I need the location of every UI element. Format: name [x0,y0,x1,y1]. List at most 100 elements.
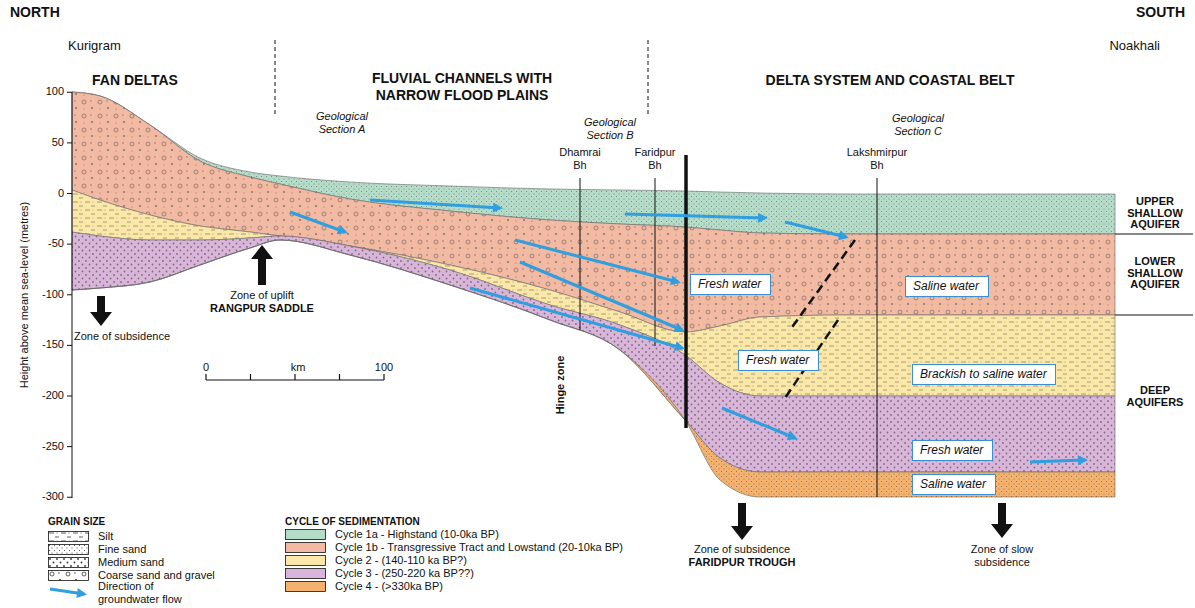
zone-label: Zone of subsidence [74,330,170,343]
swatch-fill [49,558,89,568]
groundwater-flow-arrows [290,200,1085,462]
cycle-2-layer-texture [72,190,1115,396]
axis-tick [67,446,72,447]
flow-arrow [625,214,765,218]
legend-swatch [48,531,90,543]
zone-label: Zone of uplift [230,289,294,302]
cycle-1b-layer-outline [72,92,1115,332]
legend-text: Fine sand [98,543,146,556]
axis-tick-label: -100 [42,288,64,301]
axis-tick [67,294,72,295]
axis-tick-label: -150 [42,338,64,351]
flow-arrow [370,200,500,208]
box-text: Fresh water [920,443,985,458]
compass-label: NORTH [10,4,60,21]
height-axis [67,92,72,498]
flow-arrow [470,288,682,348]
flow-arrow [290,212,345,232]
legend-swatch [48,557,90,569]
cycle-4-layer-texture [72,240,1115,497]
sediment-layers [72,92,1115,497]
flow-arrow [722,408,795,438]
swatch-fill [286,530,326,540]
legend-text: Cycle 3 - (250-220 ka BP??) [335,567,474,580]
cycle-3-layer [72,232,1115,472]
flow-arrow [785,222,846,237]
swatch-fill [286,543,326,553]
axis-tick [67,497,72,498]
axis-tick [67,92,72,93]
cycle-4-layer-outline [72,240,1115,497]
swatch-texture [49,571,88,580]
swatch-fill [49,545,89,555]
borehole-label: Lakshmirpur Bh [840,146,914,172]
swatch-texture [49,532,88,541]
flow-arrow [1030,460,1085,462]
box-text: Brackish to saline water [920,367,1048,382]
zone-label: Zone of subsidence [694,543,790,556]
region-divider [275,40,276,115]
axis-tick [67,193,72,194]
cycle-3-layer-texture [72,232,1115,472]
hinge-fault-line [684,155,688,428]
legend-swatch [48,570,90,582]
zone-name: FARIDPUR TROUGH [689,556,796,569]
water-quality-box: Fresh water [738,350,819,371]
movement-arrow [90,296,112,326]
legend-heading: GRAIN SIZE [48,515,105,528]
swatch-fill [286,569,326,579]
scale-label: 0 [203,361,209,374]
region-heading: DELTA SYSTEM AND COASTAL BELT [766,72,1015,89]
axis-tick-label: -300 [42,490,64,503]
cycle-4-layer [72,240,1115,497]
legend-swatch [285,568,327,580]
axis-tick [67,345,72,346]
legend-swatch [285,529,327,541]
flow-arrow-sample [50,589,84,594]
legend-text: Direction of groundwater flow [98,580,198,606]
scale-tick [250,374,251,380]
axis-tick [67,142,72,143]
saline-interface [790,240,855,330]
legend-text: Cycle 1a - Highstand (10-0ka BP) [335,528,499,541]
scale-label: 100 [375,361,393,374]
cycle-3-layer-outline [72,232,1115,472]
legend-text: Coarse sand and gravel [98,569,215,582]
box-text: Fresh water [698,277,763,292]
water-quality-box: Saline water [905,276,989,297]
water-quality-box: Fresh water [690,274,771,295]
swatch-texture [49,545,88,554]
scale-tick [339,374,340,380]
legend-text: Cycle 4 - (>330ka BP) [335,580,443,593]
place-name: Noakhali [1109,38,1160,53]
zone-label: Hinge zone [554,356,567,415]
cycle-1b-layer [72,92,1115,332]
water-quality-box: Fresh water [912,440,993,461]
place-name: Kurigram [68,38,121,53]
axis-tick-label: 50 [52,136,64,149]
axis-tick-label: 100 [46,85,64,98]
movement-arrows [90,245,1013,540]
flow-arrow [515,240,678,282]
scale-tick [205,374,206,380]
movement-arrow [251,245,273,285]
legend-text: Cycle 1b - Transgressive Tract and Lowst… [335,541,623,554]
axis-title: Height above mean sea-level (metres) [18,202,31,388]
legend-text: Silt [98,530,113,543]
scale-label: km [291,361,306,374]
movement-arrow [991,503,1013,538]
region-heading: FLUVIAL CHANNELS WITH NARROW FLOOD PLAIN… [347,70,577,104]
borehole-line [655,178,656,346]
aquifer-divider [1115,234,1193,235]
legend-text: Cycle 2 - (140-110 ka BP?) [335,554,467,567]
box-text: Saline water [920,477,988,492]
borehole-label: Dhamrai Bh [555,146,605,172]
axis-tick [67,244,72,245]
axis-tick [67,396,72,397]
swatch-fill [286,556,326,566]
legend-text: Medium sand [98,556,164,569]
swatch-texture [49,558,88,567]
region-heading: FAN DELTAS [92,72,178,89]
borehole-line [877,178,878,497]
